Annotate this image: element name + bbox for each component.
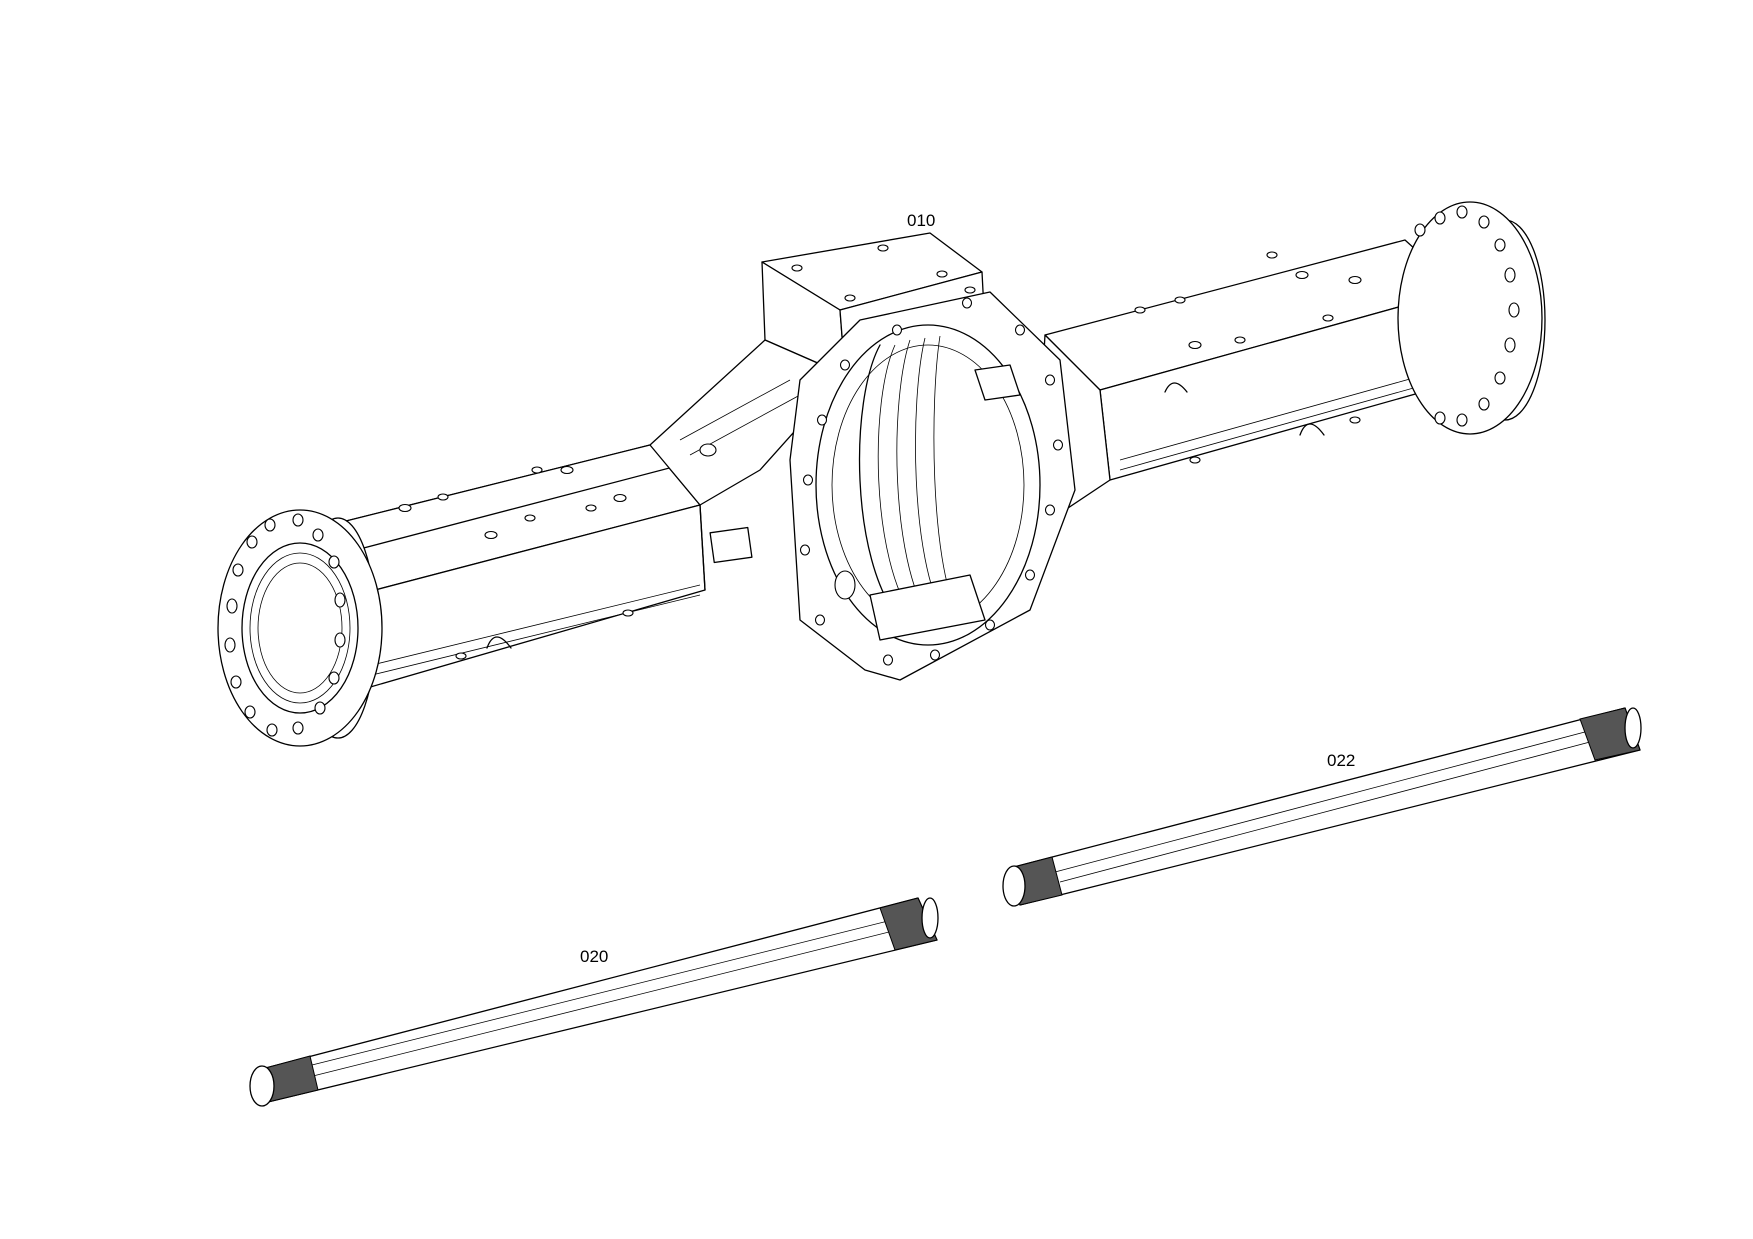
right-flange bbox=[1397, 201, 1546, 435]
callout-020: 020 bbox=[580, 947, 609, 966]
axle-housing bbox=[217, 201, 1546, 747]
callout-010: 010 bbox=[907, 211, 936, 230]
center-housing bbox=[649, 232, 1111, 681]
left-arm bbox=[309, 444, 753, 696]
axle-shaft-020 bbox=[249, 897, 939, 1107]
callout-022: 022 bbox=[1327, 751, 1356, 770]
axle-shaft-022 bbox=[1002, 707, 1642, 907]
left-flange bbox=[217, 509, 383, 747]
